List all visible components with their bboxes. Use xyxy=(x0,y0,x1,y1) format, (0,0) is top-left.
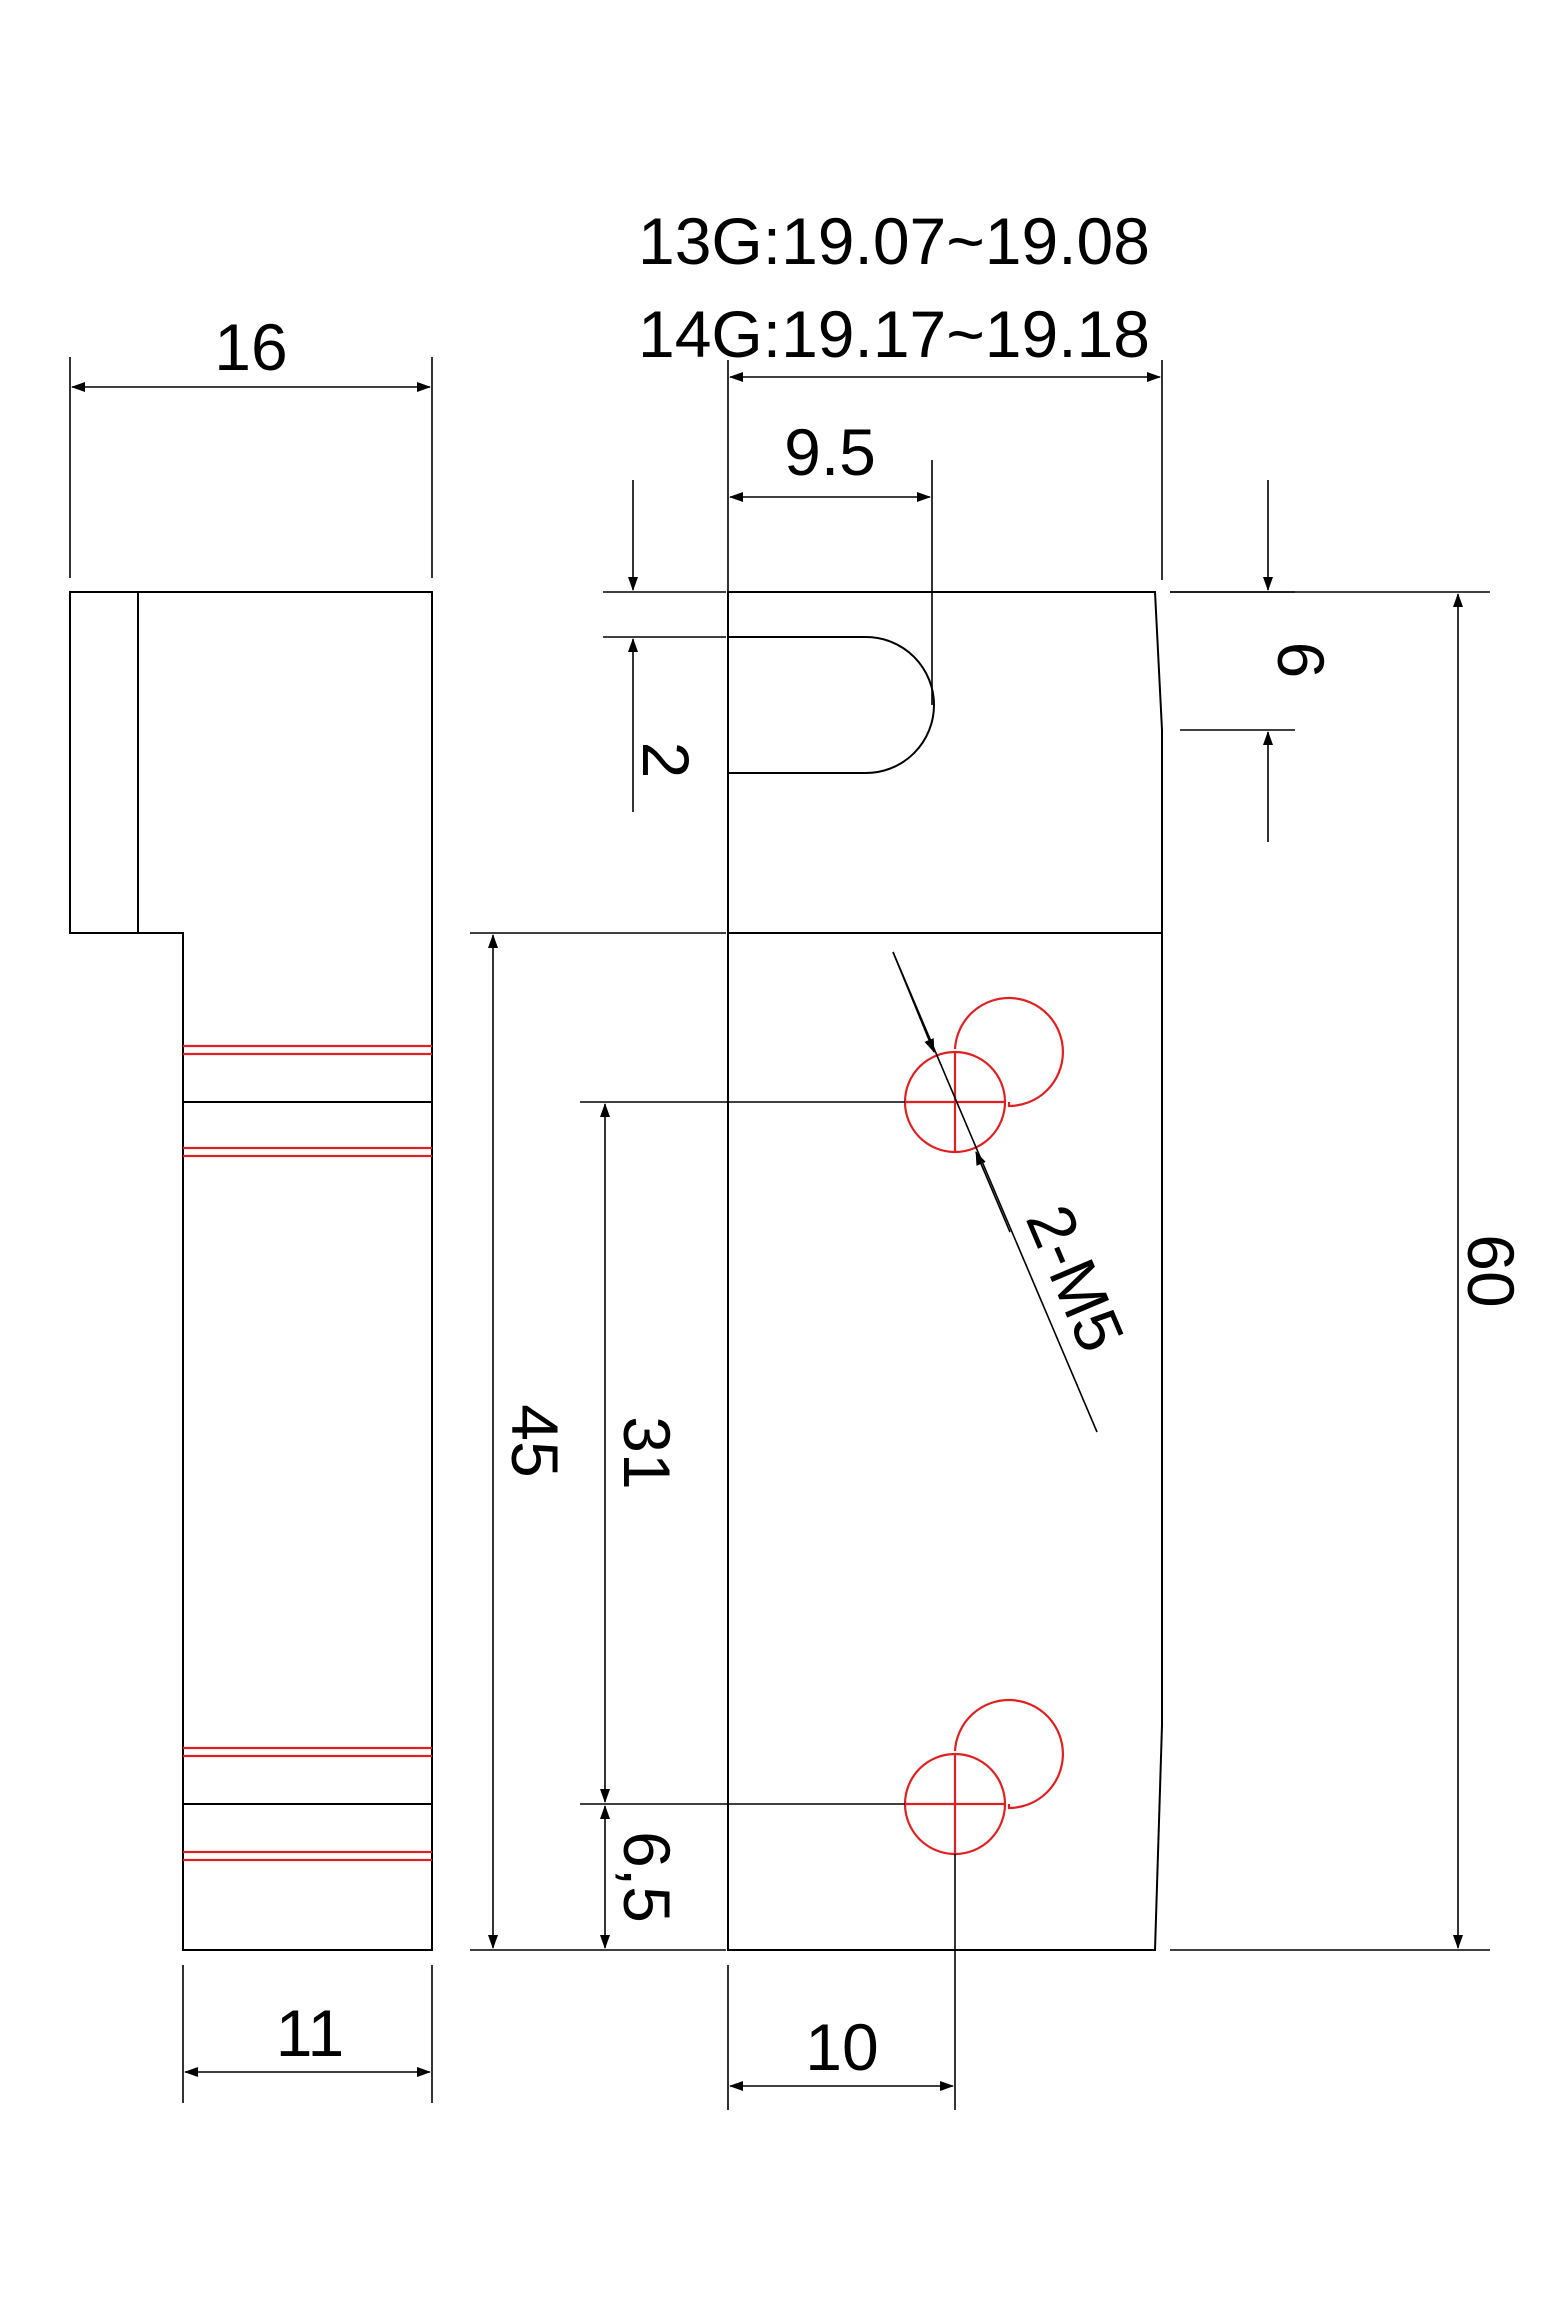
slot xyxy=(728,636,935,774)
dim-side-width: 16 xyxy=(214,310,287,384)
dim-hole-offset: 6,5 xyxy=(610,1831,684,1923)
thread-hole-upper xyxy=(903,996,1065,1154)
leader-arrow xyxy=(892,951,935,1053)
dim-side-base: 11 xyxy=(276,1996,345,2070)
note-line-2: 14G:19.17~19.18 xyxy=(638,297,1150,371)
side-view: 16 11 xyxy=(69,310,433,2103)
note-line-1: 13G:19.07~19.08 xyxy=(638,204,1150,278)
dim-slot-offset: 2 xyxy=(629,742,703,779)
front-view-outline xyxy=(727,591,1163,1951)
leader-line xyxy=(892,951,1098,1433)
dim-slot-length: 9.5 xyxy=(784,415,876,489)
dim-hole-x: 10 xyxy=(805,2010,878,2084)
dim-top-step: 6 xyxy=(1264,642,1338,679)
leader-arrow xyxy=(975,1151,1011,1233)
dim-total-height: 60 xyxy=(1454,1234,1528,1307)
dim-hole-pitch: 31 xyxy=(610,1416,684,1489)
front-view: 2-M5 13G:19.07~19.08 14G:19.17~19.18 9.5… xyxy=(470,204,1528,2110)
dim-lower-height: 45 xyxy=(498,1404,572,1477)
thread-hole-lower xyxy=(903,1698,1065,1856)
side-view-outline xyxy=(69,591,433,1951)
